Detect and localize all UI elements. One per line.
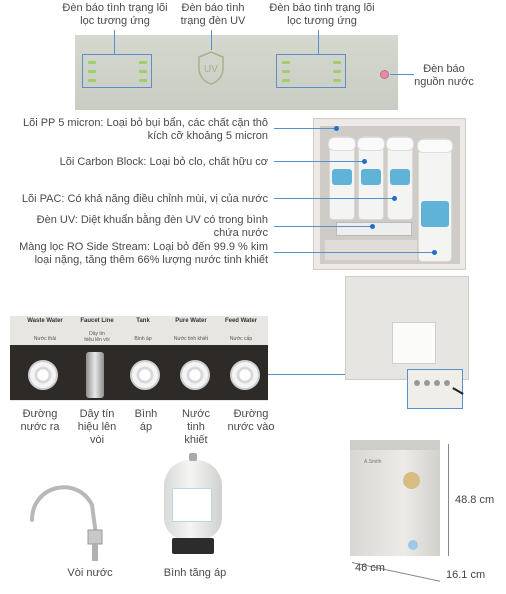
uv-lamp-label: Đèn UV: Diệt khuẩn bằng đèn UV có trong … bbox=[36, 214, 268, 239]
callout-dot bbox=[334, 126, 339, 131]
port-header-faucet: Faucet Line bbox=[80, 318, 114, 324]
port-sub-feed: Nước cấp bbox=[229, 336, 253, 342]
tank-sticker bbox=[172, 488, 212, 522]
uv-shield-icon: UV bbox=[198, 51, 224, 85]
callout-dot bbox=[362, 159, 367, 164]
callout-line bbox=[114, 30, 115, 55]
callout-dot bbox=[432, 250, 437, 255]
port-caption-feed: Đường nước vào bbox=[227, 408, 275, 433]
port-header-feed: Feed Water bbox=[224, 318, 258, 324]
callout-line bbox=[274, 226, 372, 227]
callout-dot bbox=[370, 224, 375, 229]
callout-line bbox=[390, 74, 414, 75]
pac-filter-cartridge bbox=[386, 136, 414, 220]
port-sub-waste: Nước thải bbox=[33, 336, 57, 342]
water-source-led-label: Đèn báo nguồn nước bbox=[414, 63, 474, 88]
carbon-filter-cartridge bbox=[357, 136, 385, 220]
purifier-front-view bbox=[350, 440, 440, 556]
ro-housing-base bbox=[325, 240, 417, 260]
spec-sticker bbox=[392, 322, 436, 364]
callout-line bbox=[274, 128, 336, 129]
control-panel bbox=[75, 35, 398, 110]
callout-line bbox=[318, 30, 319, 55]
port-header-pure: Pure Water bbox=[175, 318, 207, 324]
port-zoom-box bbox=[407, 369, 464, 409]
brand-logo: A.Smith bbox=[364, 459, 382, 465]
dimension-line bbox=[448, 444, 449, 556]
callout-line bbox=[268, 374, 408, 375]
port-header-waste: Waste Water bbox=[27, 318, 63, 324]
waste-water-port bbox=[28, 360, 58, 390]
port-header-tank: Tank bbox=[136, 318, 150, 324]
port-caption-tank: Bình áp bbox=[134, 408, 158, 433]
pac-filter-label: Lõi PAC: Có khả năng điều chỉnh mùi, vị … bbox=[21, 193, 268, 205]
faucet-signal-connector bbox=[86, 352, 104, 398]
width-dimension: 46 cm bbox=[355, 562, 385, 574]
callout-dot bbox=[392, 196, 397, 201]
filter-led-group-left bbox=[82, 54, 152, 88]
svg-text:UV: UV bbox=[204, 64, 218, 75]
faucet-icon bbox=[30, 485, 103, 561]
tank-stand bbox=[172, 538, 214, 554]
ro-membrane-cartridge bbox=[417, 138, 453, 262]
tank-valve-icon bbox=[189, 453, 197, 461]
feed-water-port bbox=[230, 360, 260, 390]
carbon-filter-label: Lõi Carbon Block: Loại bỏ clo, chất hữu … bbox=[59, 156, 268, 168]
port-sub-pure: Nước tinh khiết bbox=[173, 336, 209, 342]
water-source-led-icon bbox=[380, 70, 389, 79]
pp-filter-label: Lõi PP 5 micron: Loại bỏ bụi bẩn, các ch… bbox=[22, 117, 268, 142]
port-sub-tank: Bình áp bbox=[134, 336, 152, 342]
filter-status-led-label-left: Đèn báo tình trạng lõi lọc tương ứng bbox=[62, 2, 168, 27]
callout-line bbox=[274, 252, 434, 253]
filter-status-led-label-right: Đèn báo tình trạng lõi lọc tương ứng bbox=[269, 2, 375, 27]
uv-lamp-unit bbox=[336, 222, 412, 236]
tank-port bbox=[130, 360, 160, 390]
faucet-outlet-icon bbox=[408, 540, 418, 550]
uv-status-led-label: Đèn báo tình trạng đèn UV bbox=[180, 2, 246, 27]
brand-badge-icon bbox=[403, 472, 420, 489]
port-caption-pure: Nước tinh khiết bbox=[181, 408, 211, 446]
port-sub-faucet: Dây tín hiệu lên vòi bbox=[84, 331, 110, 343]
port-caption-waste: Đường nước ra bbox=[20, 408, 60, 433]
faucet-label: Vòi nước bbox=[67, 567, 113, 579]
height-dimension: 48.8 cm bbox=[455, 494, 495, 506]
callout-line bbox=[274, 198, 394, 199]
tank-label: Bình tăng áp bbox=[163, 567, 227, 579]
depth-dimension: 16.1 cm bbox=[446, 569, 486, 581]
purifier-top-panel bbox=[350, 440, 440, 450]
pp-filter-cartridge bbox=[328, 136, 356, 220]
pure-water-port bbox=[180, 360, 210, 390]
filter-led-group-right bbox=[276, 54, 346, 88]
ro-membrane-label: Màng lọc RO Side Stream: Loại bỏ đến 99.… bbox=[19, 241, 268, 266]
port-caption-faucet: Dây tín hiệu lên vòi bbox=[77, 408, 117, 446]
callout-line bbox=[274, 161, 364, 162]
callout-line bbox=[211, 30, 212, 50]
